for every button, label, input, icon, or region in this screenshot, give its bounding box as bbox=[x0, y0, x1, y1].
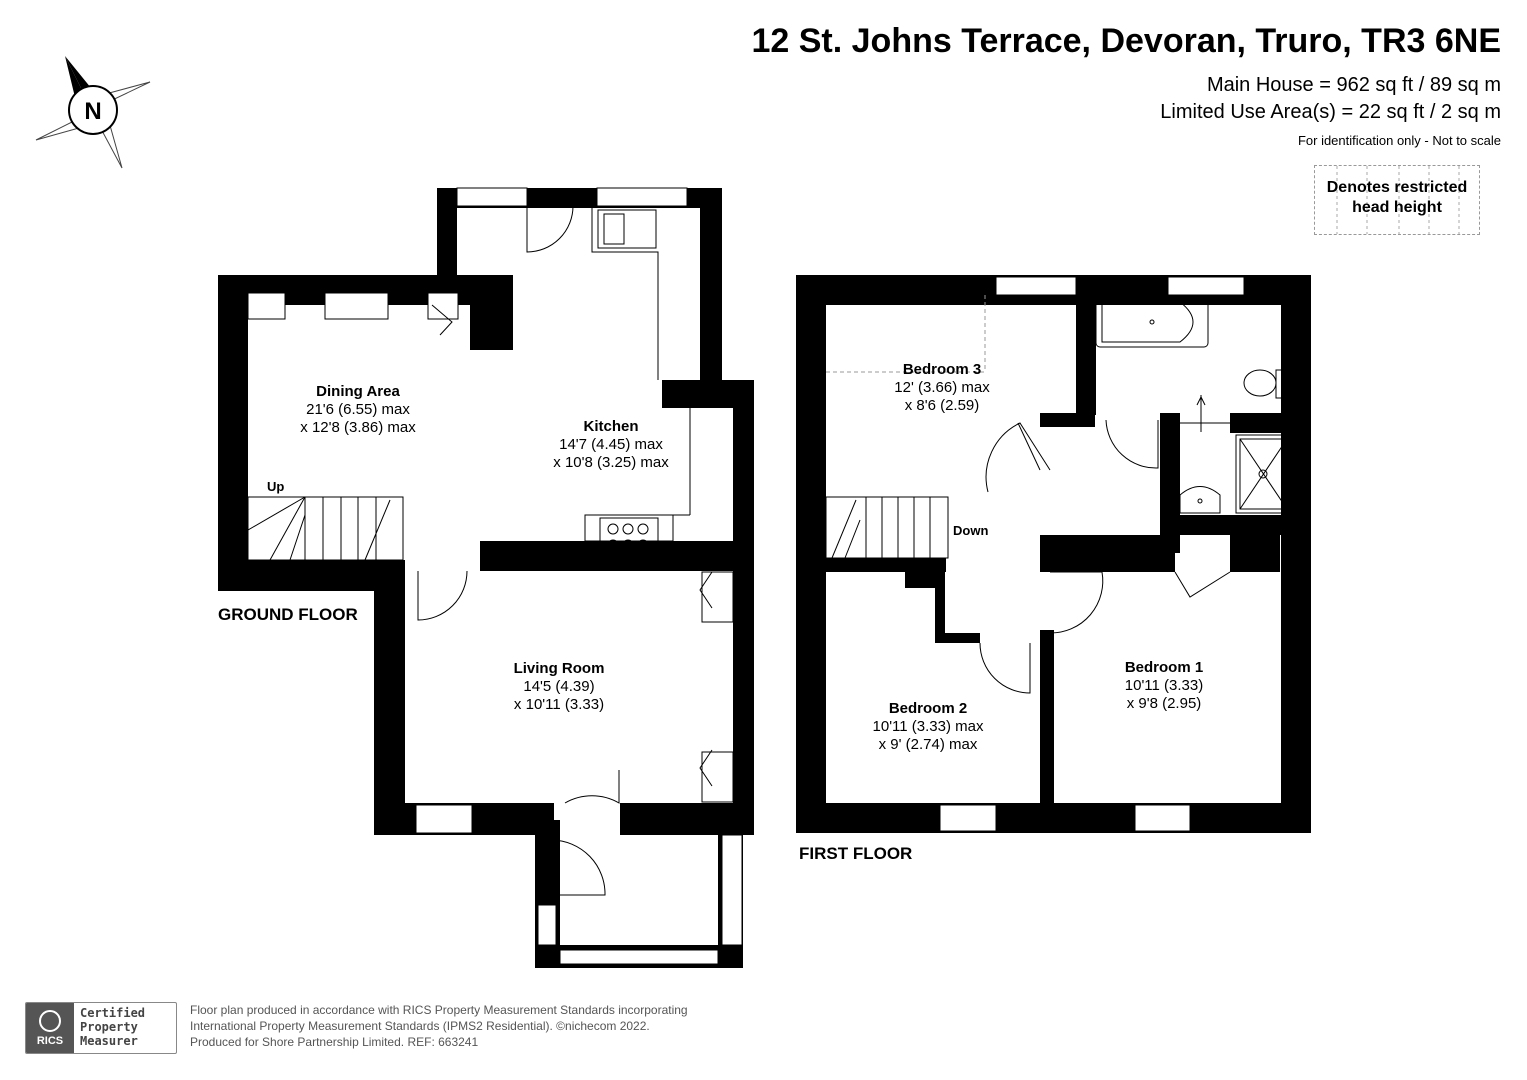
room-dimension: 14'7 (4.45) max bbox=[559, 436, 663, 453]
room-label-bedroom-3: Bedroom 3 12' (3.66) max x 8'6 (2.59) bbox=[894, 361, 989, 415]
north-compass-icon: N bbox=[35, 56, 151, 169]
footer: RICS Certified Property Measurer Floor p… bbox=[25, 1002, 688, 1054]
legend-line-1: Denotes restricted bbox=[1326, 179, 1468, 196]
ground-floor-walls bbox=[218, 188, 754, 968]
room-dimension: 10'11 (3.33) bbox=[1124, 677, 1204, 694]
room-dimension: x 10'11 (3.33) bbox=[513, 696, 605, 713]
room-name: Bedroom 1 bbox=[1124, 659, 1204, 676]
room-dimension: x 8'6 (2.59) bbox=[904, 397, 980, 414]
restricted-head-height-lines bbox=[826, 295, 986, 373]
footer-line-2: International Property Measurement Stand… bbox=[190, 1019, 650, 1033]
stairs-down-label: Down bbox=[953, 523, 989, 538]
rics-logo-icon: RICS bbox=[26, 1003, 74, 1053]
room-dimension: 14'5 (4.39) bbox=[523, 678, 595, 695]
badge-line-2: Property bbox=[80, 1020, 138, 1034]
room-dimension: 12' (3.66) max bbox=[894, 379, 990, 396]
room-label-dining-area: Dining Area 21'6 (6.55) max x 12'8 (3.86… bbox=[300, 383, 415, 437]
room-dimension: 21'6 (6.55) max bbox=[306, 401, 410, 418]
first-floor-windows bbox=[939, 276, 1245, 832]
room-dimension: x 9' (2.74) max bbox=[878, 736, 978, 753]
room-dimension: x 12'8 (3.86) max bbox=[300, 419, 416, 436]
ground-floor-doors bbox=[417, 205, 734, 896]
room-name: Dining Area bbox=[316, 383, 400, 400]
limited-use-area: Limited Use Area(s) = 22 sq ft / 2 sq m bbox=[1160, 101, 1501, 123]
bathroom-fixtures bbox=[1095, 296, 1292, 514]
main-house-area: Main House = 962 sq ft / 89 sq m bbox=[1206, 74, 1501, 96]
room-dimension: x 10'8 (3.25) max bbox=[553, 454, 669, 471]
room-name: Bedroom 3 bbox=[902, 361, 982, 378]
room-name: Bedroom 2 bbox=[888, 700, 968, 717]
first-floor-stairs bbox=[825, 496, 949, 559]
room-label-bedroom-1: Bedroom 1 10'11 (3.33) x 9'8 (2.95) bbox=[1125, 659, 1203, 713]
ground-floor-windows bbox=[247, 187, 743, 965]
kitchen-worktops bbox=[584, 208, 691, 557]
room-label-bedroom-2: Bedroom 2 10'11 (3.33) max x 9' (2.74) m… bbox=[873, 700, 984, 754]
rics-certified-badge: RICS Certified Property Measurer bbox=[25, 1002, 177, 1054]
rics-logo-text: RICS bbox=[36, 1034, 64, 1047]
room-dimension: x 9'8 (2.95) bbox=[1126, 695, 1202, 712]
first-floor-doors bbox=[979, 419, 1231, 694]
compass-letter: N bbox=[84, 98, 101, 125]
footer-line-3: Produced for Shore Partnership Limited. … bbox=[190, 1035, 479, 1049]
stairs-up-label: Up bbox=[267, 479, 285, 494]
first-floor-label: FIRST FLOOR bbox=[799, 844, 913, 863]
room-dimension: 10'11 (3.33) max bbox=[872, 718, 984, 735]
legend-line-2: head height bbox=[1352, 199, 1442, 216]
ground-floor-stairs bbox=[247, 496, 404, 561]
scale-disclaimer: For identification only - Not to scale bbox=[1297, 133, 1501, 148]
badge-line-3: Measurer bbox=[80, 1034, 138, 1048]
room-name: Living Room bbox=[513, 660, 605, 677]
footer-disclaimer: Floor plan produced in accordance with R… bbox=[190, 1002, 688, 1050]
ground-floor-label: GROUND FLOOR bbox=[218, 605, 358, 624]
room-name: Kitchen bbox=[583, 418, 639, 435]
footer-line-1: Floor plan produced in accordance with R… bbox=[190, 1003, 688, 1017]
property-address-title: 12 St. Johns Terrace, Devoran, Truro, TR… bbox=[751, 22, 1501, 60]
room-label-kitchen: Kitchen 14'7 (4.45) max x 10'8 (3.25) ma… bbox=[553, 418, 668, 472]
restricted-head-height-legend: Denotes restricted head height bbox=[1314, 165, 1480, 235]
badge-line-1: Certified bbox=[80, 1006, 146, 1020]
room-label-living-room: Living Room 14'5 (4.39) x 10'11 (3.33) bbox=[514, 660, 605, 714]
